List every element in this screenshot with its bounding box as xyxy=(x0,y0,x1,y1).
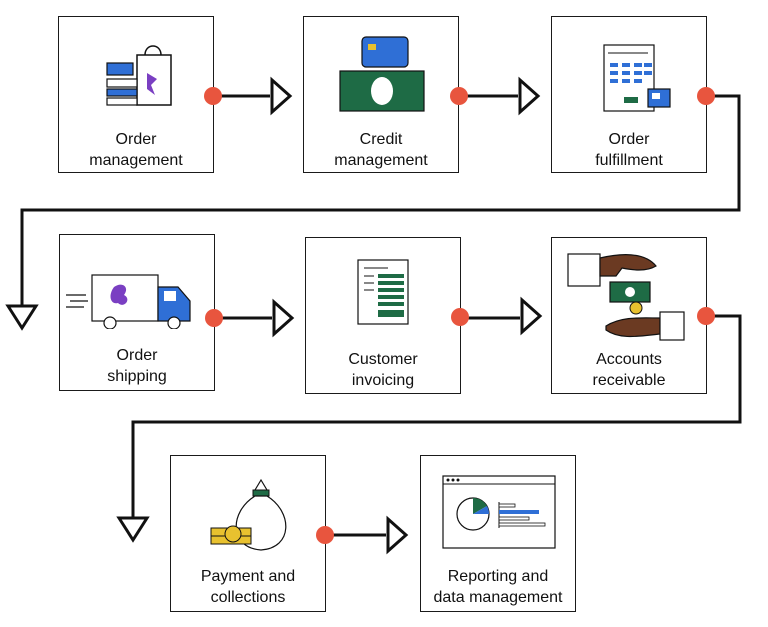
arrow-head-icon xyxy=(270,76,293,116)
hand-payment-icon xyxy=(567,253,685,341)
arrow-head-icon xyxy=(116,516,150,543)
arrow-head-icon xyxy=(520,296,543,336)
connector-line xyxy=(20,94,741,308)
invoice-icon xyxy=(357,259,409,325)
document-icon xyxy=(603,44,671,112)
report-chart-icon xyxy=(442,475,556,549)
truck-icon xyxy=(66,274,191,329)
connector-line xyxy=(131,314,742,520)
arrow-head-icon xyxy=(518,76,541,116)
arrow-head-icon xyxy=(5,304,39,331)
credit-card-icon xyxy=(339,36,425,112)
arrow-head-icon xyxy=(272,298,295,338)
money-bag-icon xyxy=(210,478,287,551)
shopping-bag-icon xyxy=(106,45,172,106)
arrow-head-icon xyxy=(386,515,409,555)
